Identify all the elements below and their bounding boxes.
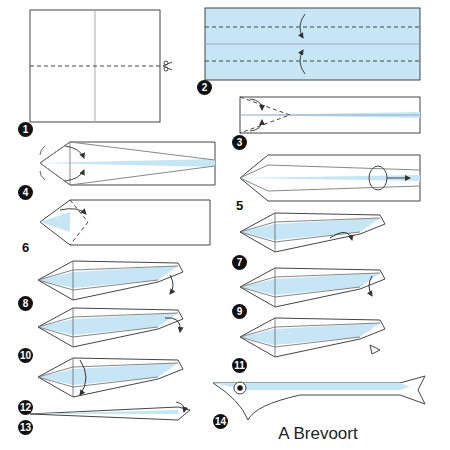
step-number: 11 (232, 358, 247, 373)
step-number: 6 (18, 240, 33, 255)
step-number: 2 (197, 80, 212, 95)
caption: A Brevoort (278, 424, 357, 444)
step-number: 14 (213, 414, 228, 429)
step-number: 12 (18, 400, 33, 415)
step-number: 9 (232, 304, 247, 319)
step-number: 7 (232, 255, 247, 270)
step-number: 1 (18, 122, 33, 137)
step-number: 3 (232, 135, 247, 150)
step-number: 5 (232, 198, 247, 213)
step-number: 4 (18, 185, 33, 200)
step-number: 8 (18, 296, 33, 311)
step-number: 13 (18, 420, 33, 435)
step-number: 10 (18, 348, 33, 363)
